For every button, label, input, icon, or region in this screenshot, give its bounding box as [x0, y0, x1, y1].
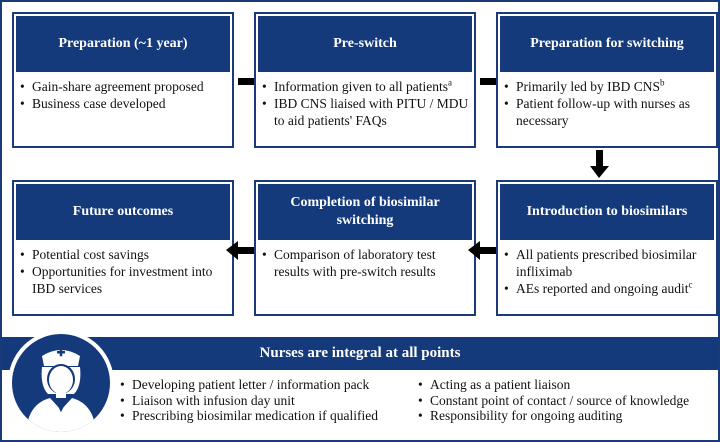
step-preparation-for-switching: Preparation for switching Primarily led …: [496, 12, 718, 148]
list-item: IBD CNS liaised with PITU / MDU to aid p…: [262, 95, 470, 129]
arrow-left-icon: [226, 241, 258, 260]
step-title: Preparation for switching: [500, 16, 714, 72]
list-item: Patient follow-up with nurses as necessa…: [504, 95, 712, 129]
step-future-outcomes: Future outcomes Potential cost savings O…: [12, 180, 234, 316]
step-bullets: Gain-share agreement proposed Business c…: [18, 78, 228, 112]
list-item: Information given to all patientsa: [262, 77, 470, 95]
list-item: Acting as a patient liaison: [418, 377, 689, 393]
nurse-roles-left: Developing patient letter / information …: [118, 377, 378, 424]
list-item: All patients prescribed biosimilar infli…: [504, 246, 712, 280]
step-bullets: Potential cost savings Opportunities for…: [18, 246, 228, 297]
step-preparation: Preparation (~1 year) Gain-share agreeme…: [12, 12, 234, 148]
step-title: Preparation (~1 year): [16, 16, 230, 72]
list-item: Potential cost savings: [20, 246, 228, 263]
arrow-down-icon: [590, 150, 609, 178]
step-bullets: All patients prescribed biosimilar infli…: [502, 246, 712, 297]
list-item: Opportunities for investment into IBD se…: [20, 263, 228, 297]
step-title: Introduction to biosimilars: [500, 184, 714, 240]
list-item: Constant point of contact / source of kn…: [418, 393, 689, 409]
step-title: Pre-switch: [258, 16, 472, 72]
list-item: Prescribing biosimilar medication if qua…: [120, 408, 378, 424]
step-title: Completion of biosimilar switching: [258, 184, 472, 240]
nurses-banner: Nurses are integral at all points: [2, 337, 718, 370]
list-item: Gain-share agreement proposed: [20, 78, 228, 95]
nurses-banner-text: Nurses are integral at all points: [259, 345, 461, 361]
step-completion-of-switching: Completion of biosimilar switching Compa…: [254, 180, 476, 316]
nurse-roles-right: Acting as a patient liaison Constant poi…: [416, 377, 689, 424]
nurse-icon: [8, 330, 114, 436]
step-introduction-to-biosimilars: Introduction to biosimilars All patients…: [496, 180, 718, 316]
list-item: Developing patient letter / information …: [120, 377, 378, 393]
list-item: Primarily led by IBD CNSb: [504, 77, 712, 95]
step-bullets: Information given to all patientsa IBD C…: [260, 78, 470, 129]
footnote-marker: b: [660, 77, 665, 88]
list-item: Liaison with infusion day unit: [120, 393, 378, 409]
footnote-marker: c: [688, 279, 693, 290]
list-item: Business case developed: [20, 95, 228, 112]
step-bullets: Primarily led by IBD CNSb Patient follow…: [502, 78, 712, 129]
arrow-left-icon: [468, 241, 500, 260]
step-pre-switch: Pre-switch Information given to all pati…: [254, 12, 476, 148]
list-item: AEs reported and ongoing auditc: [504, 279, 712, 297]
step-bullets: Comparison of laboratory test results wi…: [260, 246, 470, 280]
footnote-marker: a: [447, 77, 452, 88]
step-title: Future outcomes: [16, 184, 230, 240]
list-item: Responsibility for ongoing auditing: [418, 408, 689, 424]
list-item: Comparison of laboratory test results wi…: [262, 246, 470, 280]
